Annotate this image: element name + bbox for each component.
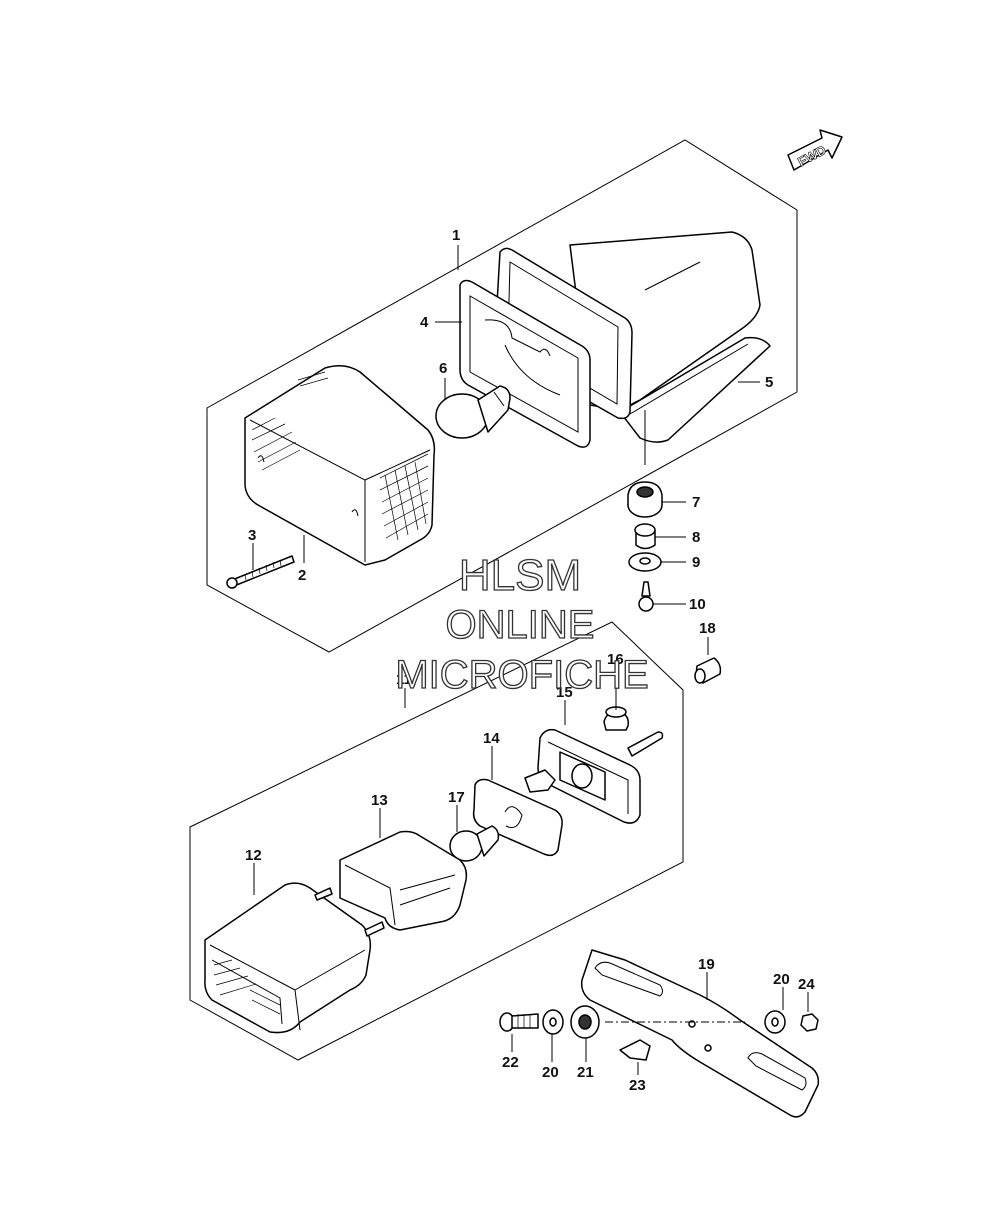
- callout-24: 24: [798, 976, 815, 993]
- callout-18: 18: [699, 620, 716, 637]
- callout-17: 17: [448, 789, 465, 806]
- callout-20-left: 20: [542, 1064, 559, 1081]
- callout-2: 2: [298, 567, 306, 584]
- part-24-nut: [800, 1013, 819, 1032]
- callout-23: 23: [629, 1077, 646, 1094]
- callout-11: 11: [396, 671, 412, 688]
- callout-5: 5: [765, 374, 773, 391]
- callout-16: 16: [607, 651, 624, 668]
- callout-12: 12: [245, 847, 262, 864]
- part-10-screw: [638, 581, 654, 612]
- callout-15: 15: [556, 684, 573, 701]
- fwd-arrow-icon: FWD: [787, 129, 843, 171]
- part-13-lens: [339, 830, 468, 931]
- watermark: HLSM ONLINE MICROFICHE: [395, 550, 650, 697]
- part-7-grommet: [627, 481, 663, 518]
- part-9-washer: [628, 552, 662, 572]
- part-18-spacer: [694, 657, 722, 684]
- part-20-washer-right: [764, 1010, 786, 1034]
- part-8-collar: [634, 523, 656, 550]
- assembly-1-outline: [206, 139, 798, 653]
- watermark-line-2: ONLINE: [446, 603, 595, 647]
- part-22-bolt: [499, 1012, 539, 1032]
- callout-20-right: 20: [773, 971, 790, 988]
- part-6-bulb: [435, 385, 511, 439]
- part-23-clip: [619, 1039, 651, 1061]
- part-19-bracket: [580, 949, 820, 1118]
- callout-7: 7: [692, 494, 700, 511]
- part-12-housing: [204, 882, 385, 1034]
- callout-1: 1: [452, 227, 460, 244]
- callout-6: 6: [439, 360, 447, 377]
- part-21-grommet: [570, 1005, 600, 1039]
- leader-lines: [252, 245, 809, 1075]
- callout-3: 3: [248, 527, 256, 544]
- assembly-11-outline: [189, 621, 684, 1061]
- fwd-label: FWD: [795, 142, 828, 169]
- callout-19: 19: [698, 956, 715, 973]
- part-17-bulb: [449, 825, 500, 862]
- callout-labels: 1 4 6 5 3 2 7 8 9 10 18 16 15 14 11 13 1…: [245, 227, 815, 1094]
- part-4-frame: [459, 279, 591, 448]
- callout-13: 13: [371, 792, 388, 809]
- part-3-screw: [226, 555, 295, 589]
- callout-10: 10: [689, 596, 706, 613]
- part-15-socket-housing: [524, 728, 664, 824]
- callout-22: 22: [502, 1054, 519, 1071]
- callout-9: 9: [692, 554, 700, 571]
- part-14-plate: [472, 778, 563, 857]
- part-16-cap: [603, 706, 630, 731]
- part-2-lens: [244, 365, 436, 566]
- part-20-washer-left: [542, 1009, 564, 1035]
- callout-4: 4: [420, 314, 429, 331]
- callout-21: 21: [577, 1064, 594, 1081]
- callout-14: 14: [483, 730, 500, 747]
- callout-8: 8: [692, 529, 700, 546]
- watermark-line-1: HLSM: [459, 551, 581, 600]
- watermark-line-3: MICROFICHE: [395, 653, 648, 697]
